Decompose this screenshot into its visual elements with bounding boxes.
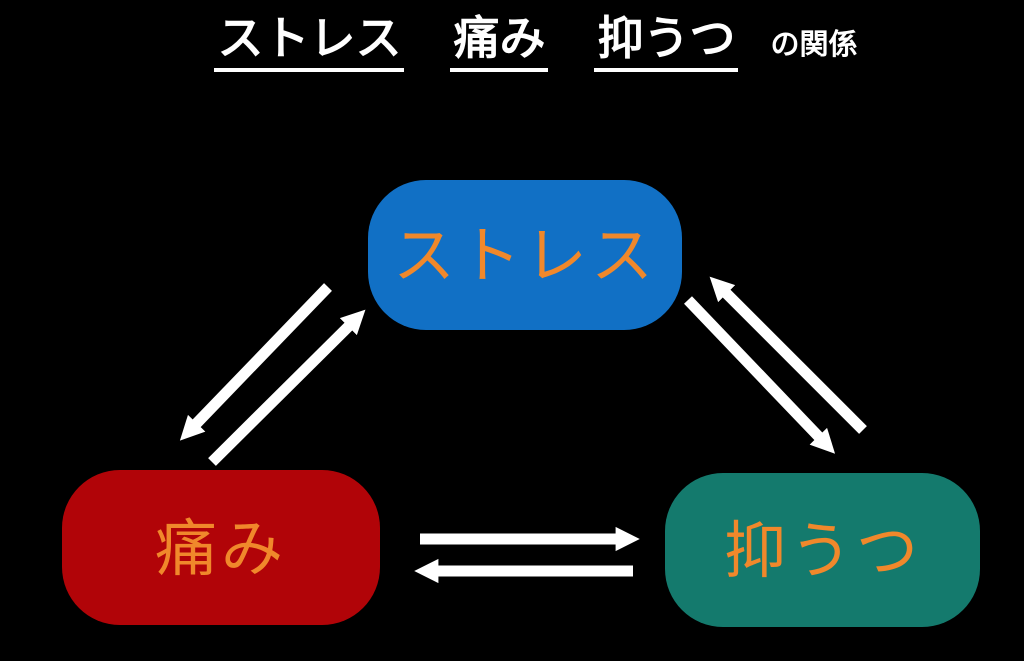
node-pain-label: 痛み [155,515,287,584]
page-title: ストレス 痛み 抑うつ の関係 [24,0,1024,72]
title-term-depression: 抑うつ [594,12,739,72]
title-term-pain: 痛み [450,12,549,72]
title-suffix: の関係 [770,29,858,61]
arrow-depression-to-stress [709,276,867,434]
node-stress-label: ストレス [393,222,657,291]
node-depression [665,473,980,627]
arrow-pain-to-stress [208,309,366,466]
node-stress [368,180,682,330]
node-pain [62,470,380,625]
arrow-stress-to-depression [684,296,836,454]
title-term-stress: ストレス [214,12,405,72]
node-depression-label: 抑うつ [724,517,922,586]
arrow-stress-to-pain [179,283,332,441]
